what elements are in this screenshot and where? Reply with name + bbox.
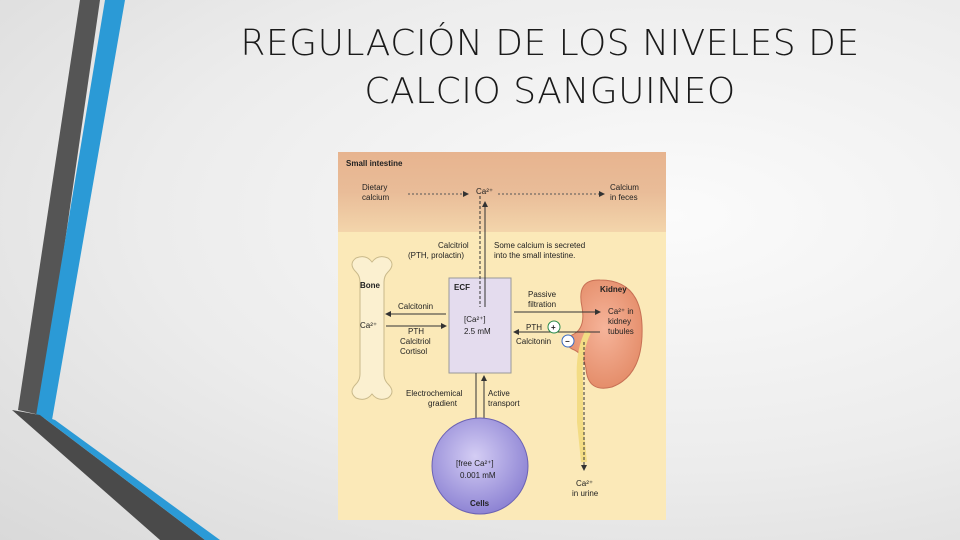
cell-ca-label: [free Ca²⁺]: [456, 459, 494, 468]
dark-stripe-top: [18, 0, 100, 415]
dark-stripe-bottom: [12, 410, 205, 540]
minus-sign: −: [565, 337, 570, 346]
plus-circle-icon: [547, 320, 561, 334]
title-line-1: REGULACIÓN DE LOS NIVELES DE: [240, 23, 860, 64]
title-line-2: CALCIO SANGUINEO: [364, 71, 736, 112]
urine-ca-label: Ca²⁺: [576, 479, 593, 488]
calcium-regulation-diagram: Small intestine Dietary calcium Ca²⁺ Cal…: [338, 152, 666, 520]
pth-kidney-label: PTH: [526, 323, 542, 332]
ecf-label: ECF: [454, 283, 470, 292]
calcitonin-bone-label: Calcitonin: [398, 302, 433, 311]
dietary-calcium-label-2: calcium: [362, 193, 389, 202]
bone-label: Bone: [360, 281, 381, 290]
calcitonin-kidney-label: Calcitonin: [516, 337, 551, 346]
blue-stripe-top: [36, 0, 125, 420]
small-intestine-band: [338, 152, 666, 232]
diagram-svg: Small intestine Dietary calcium Ca²⁺ Cal…: [338, 152, 666, 520]
blue-stripe-bottom: [40, 415, 220, 540]
plus-sign: +: [551, 323, 556, 332]
ca-bone-label: Ca²⁺: [360, 321, 377, 330]
cell-value: 0.001 mM: [460, 471, 496, 480]
kidney-ca-label-2: kidney: [608, 317, 631, 326]
pth-bone-label: PTH: [408, 327, 424, 336]
bone-shape: [351, 256, 393, 400]
calcitriol-bone-label: Calcitriol: [400, 337, 431, 346]
electrochemical-label: Electrochemical: [406, 389, 463, 398]
active-transport-label: Active: [488, 389, 510, 398]
secreted-label: Some calcium is secreted: [494, 241, 585, 250]
minus-circle-icon: [561, 334, 575, 348]
calcium-feces-label-2: in feces: [610, 193, 638, 202]
calcitriol-label-2: (PTH, prolactin): [408, 251, 464, 260]
ureter-shape: [576, 330, 591, 463]
kidney-ca-label-3: tubules: [608, 327, 634, 336]
passive-filtration-label-2: filtration: [528, 300, 556, 309]
slide-title: REGULACIÓN DE LOS NIVELES DE CALCIO SANG…: [200, 20, 900, 116]
secreted-label-2: into the small intestine.: [494, 251, 575, 260]
urine-label: in urine: [572, 489, 599, 498]
ecf-ca-label: [Ca²⁺]: [464, 315, 486, 324]
active-transport-label-2: transport: [488, 399, 520, 408]
calcitriol-label: Calcitriol: [438, 241, 469, 250]
kidney-label: Kidney: [600, 285, 627, 294]
dietary-calcium-label: Dietary: [362, 183, 387, 192]
cortisol-bone-label: Cortisol: [400, 347, 427, 356]
passive-filtration-label: Passive: [528, 290, 557, 299]
ecf-value: 2.5 mM: [464, 327, 491, 336]
small-intestine-label: Small intestine: [346, 159, 403, 168]
kidney-ca-label: Ca²⁺ in: [608, 307, 634, 316]
cells-circle: [431, 417, 529, 515]
ca-intestine-label: Ca²⁺: [476, 187, 493, 196]
electrochemical-label-2: gradient: [428, 399, 458, 408]
cells-label: Cells: [470, 499, 490, 508]
calcium-feces-label: Calcium: [610, 183, 639, 192]
